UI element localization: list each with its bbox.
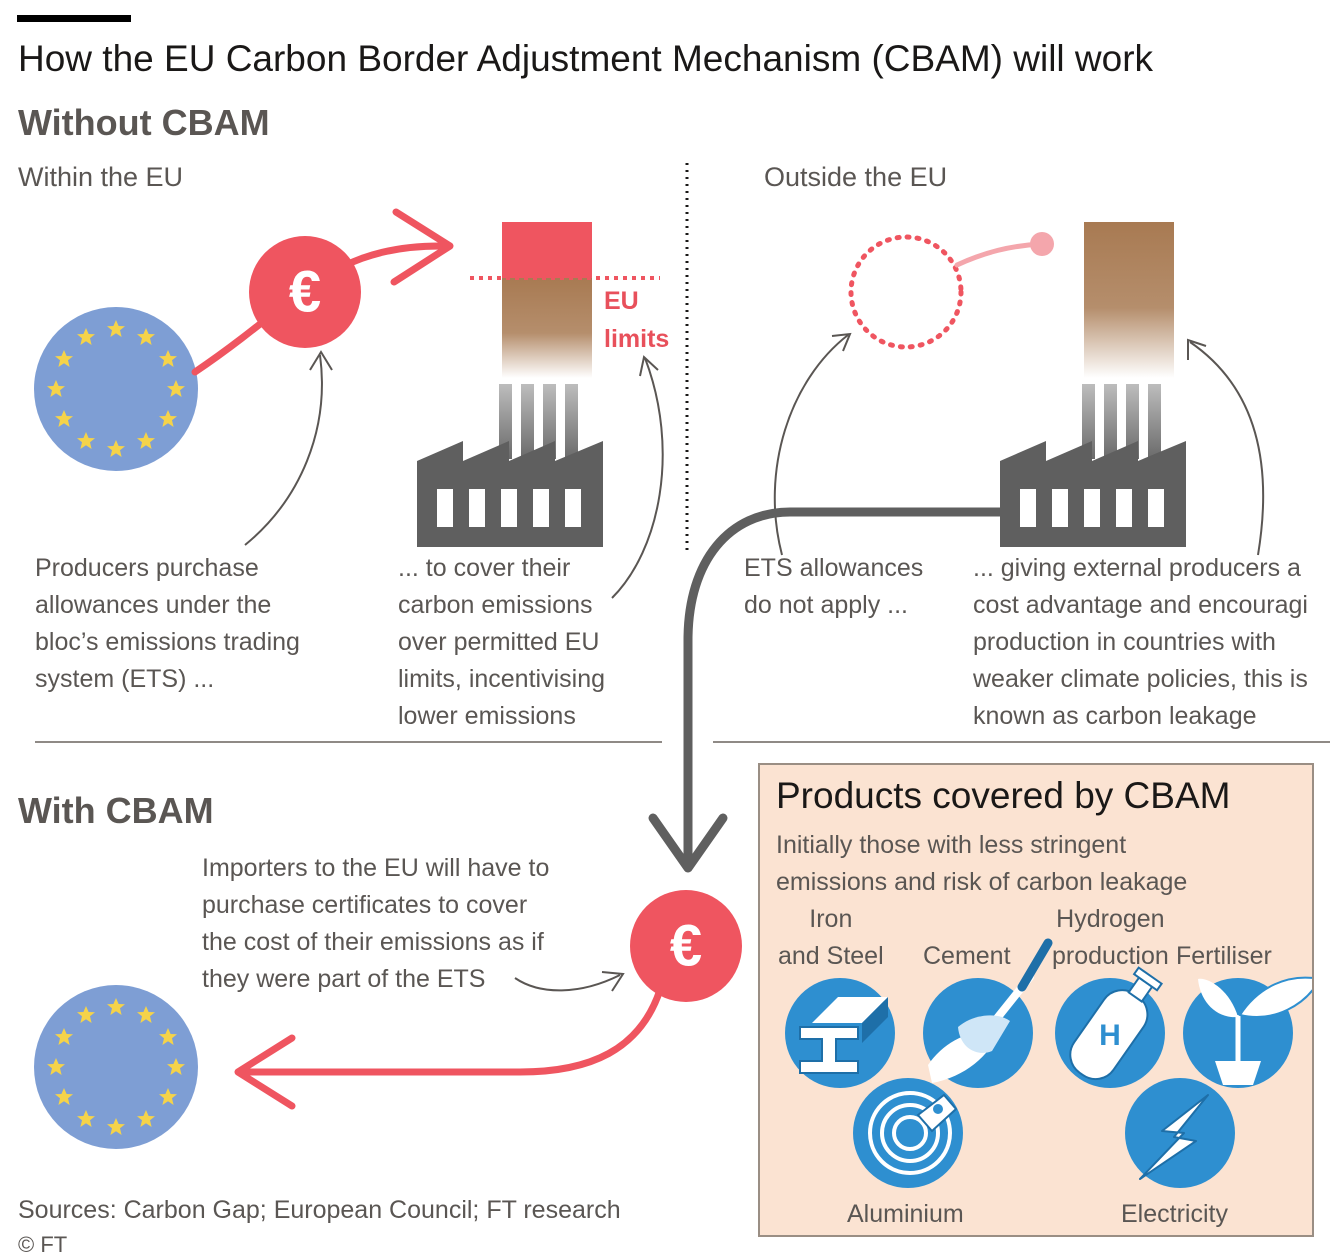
product-label-fertiliser: Fertiliser	[1176, 942, 1272, 970]
svg-text:€: €	[670, 914, 702, 979]
title-bar-decoration	[17, 15, 131, 22]
eu-flag-icon-bottom	[34, 985, 198, 1149]
svg-text:H: H	[1099, 1019, 1121, 1052]
seedling-icon	[1183, 976, 1312, 1088]
trowel-icon	[923, 938, 1053, 1088]
annotation-arrows	[244, 332, 1265, 992]
within-eu-label: Within the EU	[18, 162, 184, 192]
eu-limits-label: EU limits	[604, 287, 670, 353]
certificate-payment-arrow	[241, 986, 664, 1076]
outside-eu-label: Outside the EU	[764, 162, 948, 192]
lightning-icon	[1125, 1078, 1235, 1188]
empty-coin-icon	[848, 232, 1054, 350]
eu-factory-smoke	[502, 222, 592, 378]
svg-text:€: €	[289, 260, 321, 325]
outside-factory-icon	[1000, 384, 1186, 547]
sources-note: Sources: Carbon Gap; European Council; F…	[18, 1196, 621, 1224]
import-flow-arrowhead	[648, 813, 728, 873]
products-panel: Products covered by CBAM Initially those…	[758, 763, 1314, 1237]
note-producers-purchase: Producers purchase allowances under the …	[35, 554, 300, 693]
euro-coin-icon-bottom: €	[630, 890, 742, 1002]
aluminium-roll-icon	[853, 1078, 963, 1188]
copyright-note: © FT	[18, 1232, 68, 1257]
outside-factory-smoke	[1084, 222, 1174, 378]
euro-coin-icon-top: €	[249, 236, 361, 348]
steel-beam-icon	[785, 978, 895, 1088]
certificate-payment-arrowhead	[234, 1034, 296, 1110]
note-importers: Importers to the EU will have to purchas…	[202, 854, 550, 993]
without-cbam-heading: Without CBAM	[18, 102, 270, 143]
product-label-iron-steel: Iron and Steel	[778, 905, 884, 970]
import-flow-arrow	[683, 507, 1000, 860]
note-carbon-leakage: ... giving external producers a cost adv…	[973, 554, 1308, 730]
eu-factory-icon	[417, 384, 603, 547]
product-label-aluminium: Aluminium	[847, 1200, 964, 1228]
products-panel-title: Products covered by CBAM	[776, 775, 1231, 816]
note-cover-emissions: ... to cover their carbon emissions over…	[398, 554, 606, 730]
with-cbam-heading: With CBAM	[18, 790, 214, 831]
note-ets-not-apply: ETS allowances do not apply ...	[744, 554, 924, 619]
products-panel-subtitle: Initially those with less stringent emis…	[776, 831, 1188, 896]
product-label-hydrogen: Hydrogen production	[1052, 905, 1169, 970]
products-icons: H	[785, 938, 1312, 1188]
page-title: How the EU Carbon Border Adjustment Mech…	[18, 38, 1154, 79]
product-label-cement: Cement	[923, 942, 1011, 970]
eu-flag-icon-top	[34, 307, 198, 471]
hydrogen-cylinder-icon: H	[1055, 966, 1165, 1088]
product-label-electricity: Electricity	[1121, 1200, 1228, 1228]
payment-arrowhead-top	[390, 208, 454, 286]
